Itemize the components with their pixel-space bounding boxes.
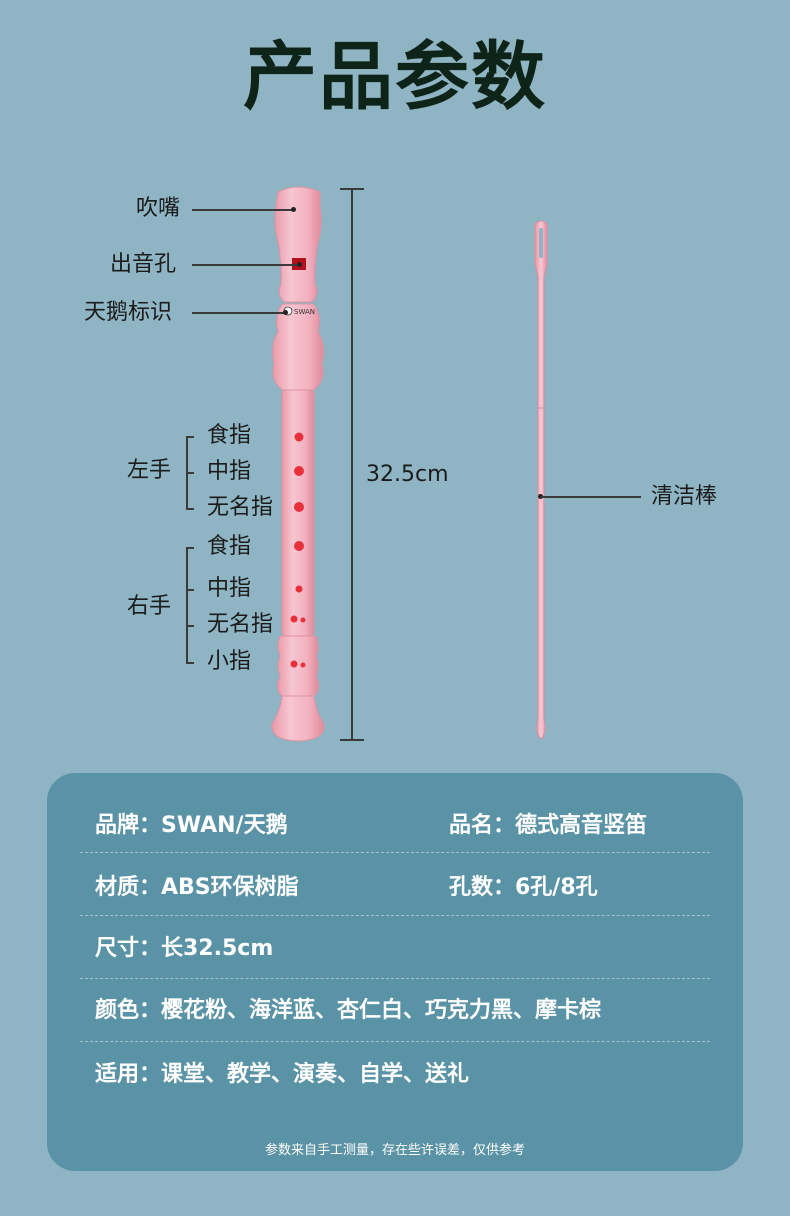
sound-hole-dot bbox=[297, 262, 302, 267]
spec-color: 颜色：樱花粉、海洋蓝、杏仁白、巧克力黑、摩卡棕 bbox=[95, 998, 602, 1023]
right-middle-label: 中指 bbox=[207, 576, 252, 601]
right-hand-bracket bbox=[186, 547, 188, 663]
divider bbox=[80, 852, 710, 853]
left-hand-label: 左手 bbox=[127, 458, 172, 483]
length-label: 32.5cm bbox=[366, 462, 449, 487]
right-ring-label: 无名指 bbox=[207, 612, 274, 637]
mouthpiece-label: 吹嘴 bbox=[136, 196, 181, 221]
disclaimer-note: 参数来自手工测量，存在些许误差，仅供参考 bbox=[264, 1143, 525, 1158]
spec-material: 材质：ABS环保树脂 bbox=[95, 875, 299, 900]
right-index-label: 食指 bbox=[207, 534, 252, 559]
left-middle-label: 中指 bbox=[207, 459, 252, 484]
logo-text: SWAN bbox=[294, 308, 315, 316]
swan-logo-leader bbox=[192, 312, 286, 314]
cleaning-rod-label: 清洁棒 bbox=[651, 484, 718, 509]
cleaning-rod-leader bbox=[541, 496, 641, 498]
spec-usage: 适用：课堂、教学、演奏、自学、送礼 bbox=[95, 1062, 470, 1087]
swan-logo-label: 天鹅标识 bbox=[84, 300, 173, 325]
mouthpiece-dot bbox=[291, 207, 296, 212]
divider bbox=[80, 978, 710, 979]
spec-name: 品名：德式高音竖笛 bbox=[449, 813, 648, 838]
spec-brand: 品牌：SWAN/天鹅 bbox=[95, 813, 288, 838]
divider bbox=[80, 915, 710, 916]
left-index-label: 食指 bbox=[207, 423, 252, 448]
left-ring-label: 无名指 bbox=[207, 495, 274, 520]
mouthpiece-leader bbox=[192, 209, 294, 211]
right-hand-label: 右手 bbox=[127, 594, 172, 619]
cleaning-rod-image bbox=[534, 220, 548, 740]
specs-card: 品牌：SWAN/天鹅 品名：德式高音竖笛 材质：ABS环保树脂 孔数：6孔/8孔… bbox=[47, 773, 743, 1171]
divider bbox=[80, 1041, 710, 1042]
spec-holes: 孔数：6孔/8孔 bbox=[449, 875, 598, 900]
swan-logo-dot bbox=[283, 310, 288, 315]
cleaning-rod-dot bbox=[538, 494, 543, 499]
sound-hole-label: 出音孔 bbox=[110, 252, 177, 277]
spec-size: 尺寸：长32.5cm bbox=[95, 936, 274, 961]
right-pinky-label: 小指 bbox=[207, 649, 252, 674]
sound-hole-leader bbox=[192, 264, 300, 266]
length-dimension-line bbox=[351, 188, 353, 740]
page-title: 产品参数 bbox=[243, 34, 547, 120]
recorder-image: SWAN bbox=[271, 186, 325, 742]
